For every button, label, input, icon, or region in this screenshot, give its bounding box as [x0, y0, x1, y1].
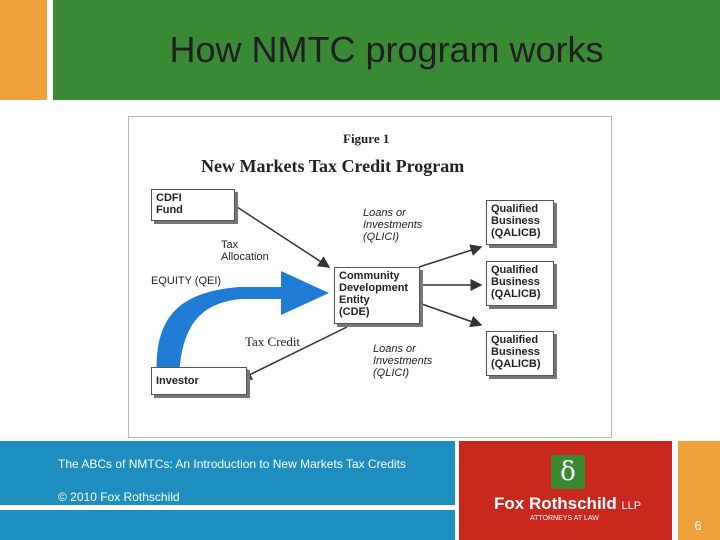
footer-citation: The ABCs of NMTCs: An Introduction to Ne… — [58, 457, 406, 471]
logo-suffix: LLP — [621, 500, 642, 512]
qalicb1-line-2: Business — [491, 215, 540, 227]
diagram-arrows — [156, 206, 483, 380]
cde-line-2: Development — [339, 282, 409, 294]
loans-bottom-line-2: Investments — [373, 355, 433, 367]
cde-line-3: Entity — [339, 294, 370, 306]
title-bar — [53, 0, 720, 100]
equity-label: EQUITY (QEI) — [151, 275, 222, 287]
accent-bar-bottom-right — [678, 441, 720, 540]
cde-line-1: Community — [339, 270, 400, 282]
loans-label-bottom: Loans or Investments (QLICI) — [373, 343, 432, 379]
logo-wordmark: Fox Rothschild LLP — [494, 494, 674, 516]
cdfi-fund-box: CDFI Fund — [151, 189, 235, 221]
qalicb3-line-3: (QALICB) — [491, 358, 541, 370]
qalicb1-line-3: (QALICB) — [491, 227, 541, 239]
accent-bar-top-left — [0, 0, 47, 100]
qalicb2-line-3: (QALICB) — [491, 288, 541, 300]
loans-bottom-line-3: (QLICI) — [373, 367, 410, 379]
investor-label: Investor — [156, 375, 199, 387]
equity-arrow — [156, 271, 329, 379]
cde-line-4: (CDE) — [339, 306, 370, 318]
footer-panel — [0, 441, 455, 505]
tax-allocation-arrow — [236, 206, 331, 268]
nmtc-diagram: Figure 1 New Markets Tax Credit Program … — [128, 116, 612, 438]
qalicb-box-1: Qualified Business (QALICB) — [486, 200, 554, 245]
figure-caption: Figure 1 — [343, 131, 390, 146]
loans-label-top: Loans or Investments (QLICI) — [363, 207, 422, 243]
page-number: 6 — [694, 518, 702, 533]
tax-allocation-line-2: Allocation — [221, 251, 269, 263]
qalicb2-line-2: Business — [491, 276, 540, 288]
tax-allocation-label: Tax Allocation — [221, 239, 269, 263]
qalicb-box-2: Qualified Business (QALICB) — [486, 261, 554, 306]
qalicb3-line-1: Qualified — [491, 334, 539, 346]
qalicb3-line-2: Business — [491, 346, 540, 358]
footer-strip — [0, 510, 455, 540]
logo-tagline: ATTORNEYS AT LAW — [530, 515, 599, 522]
qalicb2-line-1: Qualified — [491, 264, 539, 276]
footer-copyright: © 2010 Fox Rothschild — [58, 490, 180, 504]
loans-bottom-line-1: Loans or — [373, 343, 416, 355]
loans-top-line-3: (QLICI) — [363, 231, 400, 243]
tax-credit-arrow — [239, 326, 348, 380]
tax-allocation-line-1: Tax — [221, 239, 239, 251]
cdfi-line-1: CDFI — [156, 192, 182, 204]
fox-rothschild-logo-icon: δ — [551, 455, 585, 489]
figure-heading: New Markets Tax Credit Program — [201, 156, 465, 176]
qalicb-box-3: Qualified Business (QALICB) — [486, 331, 554, 376]
qalicb1-line-1: Qualified — [491, 203, 539, 215]
loans-top-line-2: Investments — [363, 219, 423, 231]
loans-top-line-1: Loans or — [363, 207, 406, 219]
cdfi-line-2: Fund — [156, 204, 183, 216]
cde-to-qalicb3-arrow — [418, 302, 483, 328]
tax-credit-label: Tax Credit — [245, 334, 301, 349]
slide-title: How NMTC program works — [169, 29, 604, 70]
logo-name: Fox Rothschild — [494, 494, 617, 513]
cde-to-qalicb1-arrow — [418, 244, 483, 268]
cde-box: Community Development Entity (CDE) — [334, 267, 420, 324]
investor-box: Investor — [151, 367, 247, 395]
